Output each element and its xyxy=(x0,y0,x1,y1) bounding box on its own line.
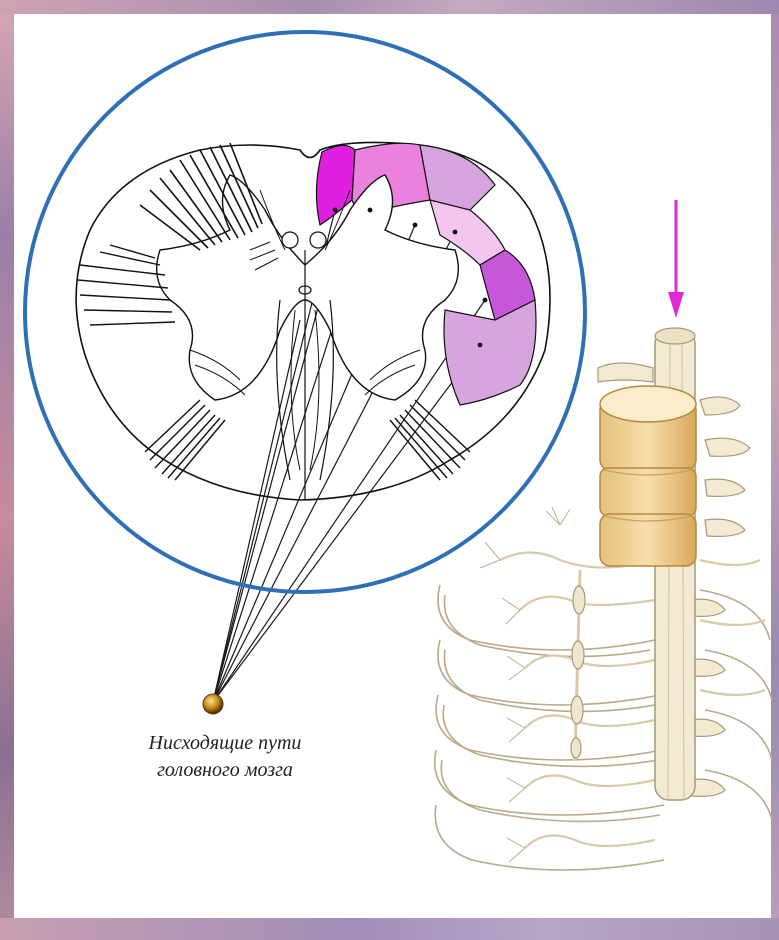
brain-source-dot xyxy=(203,694,223,714)
arrow-down-icon xyxy=(668,200,684,318)
rib xyxy=(444,650,655,711)
dorsal-root-fibers xyxy=(140,143,262,250)
cord-cut-surface xyxy=(655,328,695,344)
rib xyxy=(441,760,660,821)
caption-line-1: Нисходящие пути xyxy=(60,730,390,757)
ventral-root-fibers-left xyxy=(145,400,225,480)
tract-lilac-lateral xyxy=(444,300,536,405)
rib xyxy=(443,705,658,766)
sympathetic-chain xyxy=(571,570,585,760)
spinal-cord-cross-section xyxy=(25,32,585,592)
caption-line-2: головного мозга xyxy=(60,757,390,784)
vertebral-bodies xyxy=(600,386,696,566)
caption: Нисходящие пути головного мозга xyxy=(60,730,390,784)
